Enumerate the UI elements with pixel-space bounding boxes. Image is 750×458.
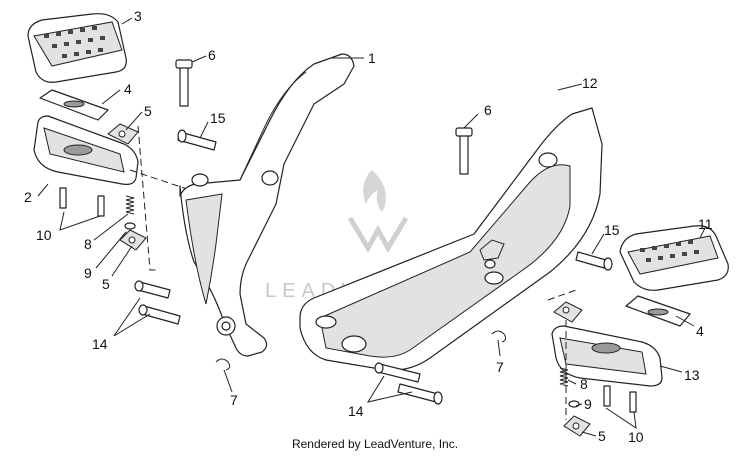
- callout-10: 10: [36, 227, 52, 243]
- callout-1: 1: [368, 50, 376, 66]
- part-5-clip-lower-right: [563, 415, 591, 437]
- callout-13: 13: [684, 367, 700, 383]
- callout-2: 2: [24, 189, 32, 205]
- part-6-pin-left: [175, 59, 193, 107]
- callout-14-right: 14: [348, 403, 364, 419]
- part-14-bolts-left: [134, 280, 181, 325]
- part-13-footpeg-right: [551, 325, 663, 387]
- callout-8: 8: [84, 236, 92, 252]
- callout-9: 9: [84, 265, 92, 281]
- callout-14: 14: [92, 336, 108, 352]
- part-14-bolts-right: [374, 362, 443, 405]
- part-7-clip-left: [215, 358, 231, 371]
- part-2-footpeg: [33, 115, 139, 185]
- callout-4-right: 4: [696, 323, 704, 339]
- callout-9-right: 9: [584, 396, 592, 412]
- guide-line-right-horizontal: [547, 289, 577, 301]
- part-4-plate-right: [625, 295, 691, 327]
- footer-credit: Rendered by LeadVenture, Inc.: [291, 437, 459, 451]
- callout-6-right: 6: [484, 102, 492, 118]
- callout-15: 15: [210, 110, 226, 126]
- part-7-clip-right: [491, 330, 507, 343]
- part-8-spring-left: [125, 195, 135, 215]
- callout-6: 6: [208, 47, 216, 63]
- part-5-clip-lower-left: [119, 229, 147, 251]
- part-15-bolt-right: [575, 251, 613, 271]
- part-10-bolts-right: [603, 385, 637, 413]
- part-9-washer-left: [124, 222, 136, 230]
- part-3-footpeg-rubber: [27, 13, 127, 83]
- part-1-bracket-left: [179, 53, 355, 357]
- part-12-bracket-right: [299, 107, 603, 371]
- part-8-spring-right: [559, 367, 569, 387]
- callout-11: 11: [698, 216, 713, 232]
- callout-3: 3: [134, 8, 142, 24]
- part-6-pin-right: [455, 127, 473, 175]
- part-9-washer-right: [568, 400, 580, 408]
- callout-5-lower: 5: [102, 276, 110, 292]
- callout-7: 7: [230, 392, 238, 408]
- leader-lines: [37, 17, 707, 437]
- part-10-bolts-left: [59, 187, 105, 217]
- guide-line-left-vertical: [137, 125, 158, 271]
- callout-12: 12: [582, 75, 598, 91]
- callout-15-right: 15: [604, 222, 620, 238]
- callout-8-right: 8: [580, 376, 588, 392]
- callout-4: 4: [124, 81, 132, 97]
- callout-5: 5: [144, 103, 152, 119]
- part-11-footpeg-rubber-right: [619, 225, 729, 291]
- part-5-clip-upper-right: [553, 301, 583, 323]
- part-15-bolt-left: [177, 129, 217, 151]
- guide-line-left-horizontal: [129, 169, 191, 191]
- callout-5-right-lower: 5: [598, 428, 606, 444]
- callout-7-right: 7: [496, 359, 504, 375]
- part-4-plate: [39, 89, 109, 121]
- callout-10-right: 10: [628, 429, 644, 445]
